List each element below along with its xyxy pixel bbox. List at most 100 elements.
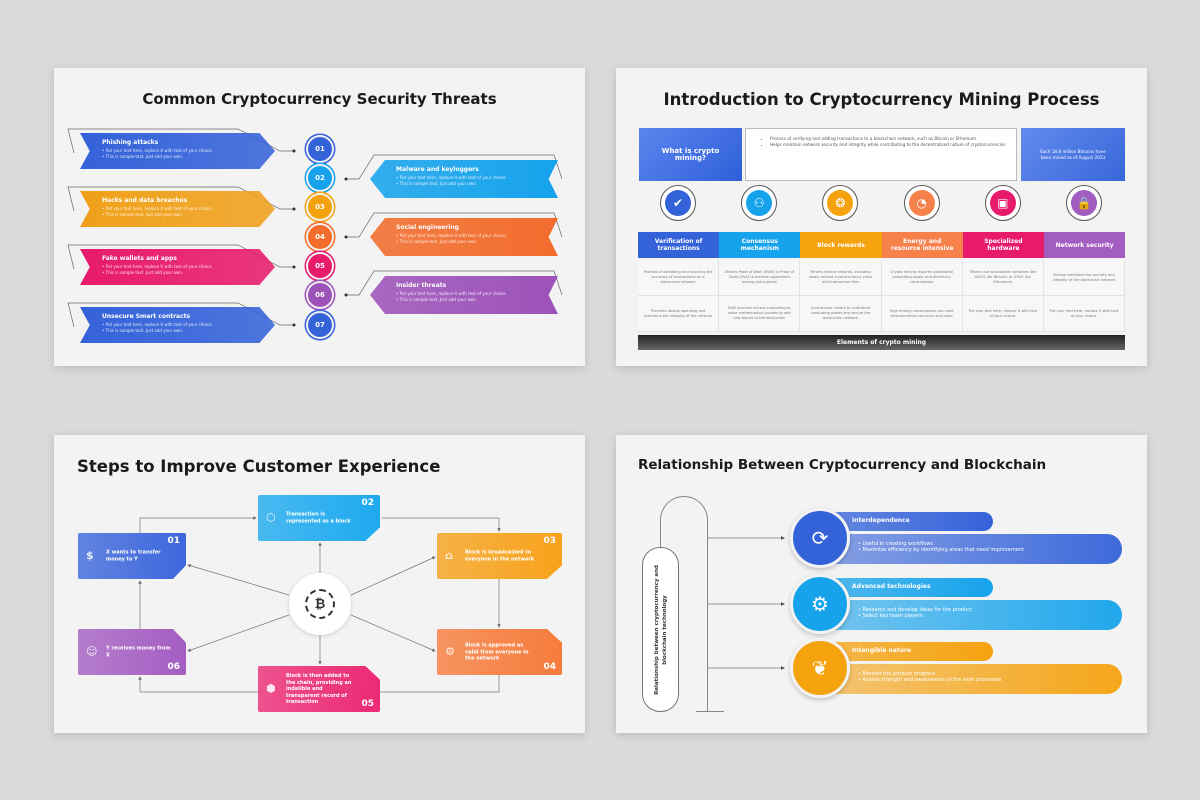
threat-card: Social engineering • Put your text here, … xyxy=(370,218,558,256)
threat-bullet: • Put your text here, replace it with te… xyxy=(102,206,213,211)
arrow-head xyxy=(344,177,348,181)
consensus-people-icon: ⚇ xyxy=(746,190,773,216)
connector-line xyxy=(67,128,294,154)
table-cell: Mining maintains the security and integr… xyxy=(1044,260,1126,296)
table-cell: Incentivizes miners to contribute comput… xyxy=(800,296,882,332)
money-transfer-icon: $ xyxy=(86,548,94,562)
step-text: Block is broadcasted to everyone in the … xyxy=(465,549,535,563)
item-bullet: • Monitor the product progress xyxy=(858,671,936,677)
branch-arrows xyxy=(708,536,785,670)
bitcoin-gear-icon: ₿ xyxy=(305,589,335,619)
receive-money-icon: ☺ xyxy=(86,644,98,658)
flow-arrow xyxy=(138,676,258,693)
step-number-badge: 07 xyxy=(308,313,332,337)
connector-line xyxy=(67,186,294,212)
slide-title: Steps to Improve Customer Experience xyxy=(77,457,441,476)
connector-line xyxy=(346,212,563,238)
table-cell: High energy consumption can raise enviro… xyxy=(881,296,963,332)
threat-bullet: • Put your text here, replace it with te… xyxy=(102,322,213,327)
step-number: 03 xyxy=(543,536,556,546)
threat-bullet: • Put your text here, replace it with te… xyxy=(102,148,213,153)
what-is-mining-box: What is crypto mining? xyxy=(639,128,742,181)
step-number: 02 xyxy=(361,498,374,508)
flow-arrow xyxy=(334,675,500,694)
arrow-head xyxy=(292,323,296,327)
fact-box: Each 18.8 million Bitcoins have been min… xyxy=(1021,128,1125,181)
table-cell: Put your text here, replace it with text… xyxy=(1044,296,1126,332)
item-title-pill: Interdependence xyxy=(822,512,993,531)
threat-bullet: • Put your text here, replace it with te… xyxy=(396,233,507,238)
blocks-icon: ⬡ xyxy=(266,510,276,524)
flow-arrows xyxy=(138,516,501,694)
threat-bullet: • This is sample text. Just add your own… xyxy=(102,328,184,333)
side-label-capsule: Relationship between cryptocurrency and … xyxy=(642,547,679,712)
gauge-energy-icon: ◔ xyxy=(908,190,935,216)
element-icon-circle: ✔ xyxy=(660,185,696,221)
item-bullet: • Research and develop ideas for the pro… xyxy=(858,607,972,613)
slide-mining-process: Introduction to Cryptocurrency Mining Pr… xyxy=(616,68,1147,366)
network-broadcast-icon: ⌂ xyxy=(445,548,453,562)
step-number: 05 xyxy=(361,698,374,709)
element-icon-circle: ❂ xyxy=(822,185,859,221)
threat-bullet: • This is sample text. Just add your own… xyxy=(102,270,184,275)
threat-bullet: • This is sample text. Just add your own… xyxy=(396,239,478,244)
step-text: Block is then added to the chain, provid… xyxy=(286,672,352,705)
item-icon-circle: ⚙ xyxy=(790,574,850,634)
threat-bullet: • This is sample text. Just add your own… xyxy=(102,212,184,217)
column-header: Energy and resource intensive xyxy=(881,232,963,258)
slide-security-threats: Common Cryptocurrency Security Threats P… xyxy=(54,68,585,366)
threat-bullet: • This is sample text. Just add your own… xyxy=(396,297,478,302)
threat-card: Insider threats • Put your text here, rep… xyxy=(370,276,558,314)
column-header: Network security xyxy=(1044,232,1126,258)
arrow-head xyxy=(292,149,296,153)
threat-bullet: • Put your text here, replace it with te… xyxy=(396,175,507,180)
slide-title: Introduction to Cryptocurrency Mining Pr… xyxy=(663,90,1100,109)
column-header: Verification of transactions xyxy=(638,232,720,258)
table-cell: Prevents double spending and maintains t… xyxy=(638,296,720,332)
connector-lines xyxy=(67,128,563,328)
threat-bullet: • Put your text here, replace it with te… xyxy=(396,291,507,296)
step-number-badge: 03 xyxy=(308,195,332,219)
element-icon-circle: ▣ xyxy=(984,185,1021,221)
element-icon-circle: ◔ xyxy=(903,185,940,221)
table-cell: PoW involves miners competing to solve m… xyxy=(719,296,801,332)
threat-bullet: • This is sample text. Just add your own… xyxy=(396,181,478,186)
process-step-card: ⌂ Block is broadcasted to everyone in the… xyxy=(437,533,562,579)
item-bullet: • Useful in creating workflows xyxy=(858,541,934,547)
threat-card: Hacks and data breaches • Put your text h… xyxy=(80,191,275,227)
threat-title: Insider threats xyxy=(396,282,447,289)
step-number: 04 xyxy=(543,661,556,672)
threat-card: Fake wallets and apps• Put your text her… xyxy=(80,249,275,285)
table-cell: Miners use specialized hardware like ASI… xyxy=(962,260,1044,296)
item-body-pill: • Useful in creating workflows• Maximize… xyxy=(822,534,1122,564)
flow-arrow xyxy=(382,517,501,532)
item-bullet: • Select key team players xyxy=(858,613,923,619)
lock-security-icon: 🔒 xyxy=(1071,190,1097,216)
threat-title: Hacks and data breaches xyxy=(102,197,188,204)
process-step-card: ⬢Block is then added to the chain, provi… xyxy=(258,666,380,712)
slide-title: Common Cryptocurrency Security Threats xyxy=(142,90,497,108)
spoke-arrow xyxy=(187,614,290,652)
people-cycle-icon: ⟳ xyxy=(811,526,829,550)
column-header: Consensus mechanism xyxy=(719,232,801,258)
connector-line xyxy=(67,302,294,328)
element-icon-circle: 🔒 xyxy=(1066,185,1102,221)
item-body-pill: • Monitor the product progress• Assess s… xyxy=(822,664,1122,694)
arrow-head xyxy=(781,666,785,670)
threat-card: Unsecure Smart contracts• Put your text … xyxy=(80,307,275,343)
definition-bullet: Helps maintain network security and inte… xyxy=(770,142,1006,148)
step-number: 01 xyxy=(167,536,180,546)
process-step-card: ⚙Block is approved as valid from everyon… xyxy=(437,629,562,675)
gear-circuit-icon: ⚙ xyxy=(811,592,829,616)
table-cell: Crypto mining requires substantial compu… xyxy=(881,260,963,296)
step-number-badge: 02 xyxy=(308,166,332,190)
item-bullet: • Maximize efficiency by identifying are… xyxy=(858,547,1024,553)
arrow-head xyxy=(781,602,785,606)
center-bitcoin-gear: ₿ xyxy=(289,573,351,635)
table-cell: Put your text here, replace it with text… xyxy=(962,296,1044,332)
bracket-base xyxy=(696,711,724,712)
threat-title: Social engineering xyxy=(396,224,459,231)
